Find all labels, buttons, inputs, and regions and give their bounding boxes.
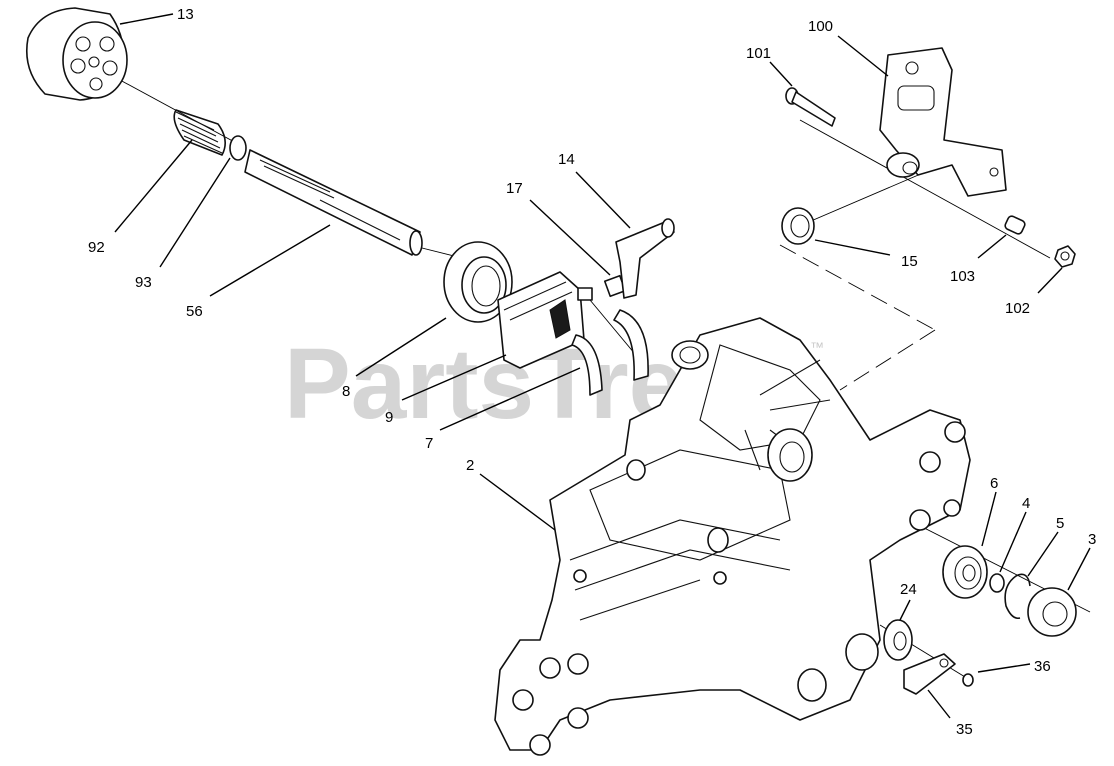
part-102-nut: [1054, 245, 1076, 268]
part-8-thrust-bearing: [443, 241, 513, 323]
callout-17: 17: [506, 180, 523, 197]
callout-9: 9: [385, 409, 393, 426]
part-4-snap-ring: [989, 573, 1005, 593]
callout-3: 3: [1088, 531, 1096, 548]
part-100-bracket: [879, 47, 1007, 197]
callout-36: 36: [1034, 658, 1051, 675]
callout-7: 7: [425, 435, 433, 452]
part-36-clip: [962, 673, 974, 687]
callout-6: 6: [990, 475, 998, 492]
leader-lines: [114, 13, 1091, 719]
part-5-retaining-ring: [1004, 573, 1031, 620]
watermark-trademark: ™: [810, 339, 824, 355]
part-56-shaft: [244, 149, 423, 256]
part-103-spacer: [1004, 215, 1026, 235]
part-7-bearing-shells: [571, 309, 649, 396]
callout-8: 8: [342, 383, 350, 400]
part-24-washer: [883, 619, 913, 661]
part-93-washer: [229, 135, 247, 161]
callout-100: 100: [808, 18, 833, 35]
part-15-seal: [781, 207, 815, 245]
callout-102: 102: [1005, 300, 1030, 317]
callout-24: 24: [900, 581, 917, 598]
part-6-ball-bearing: [942, 545, 988, 599]
part-2-transaxle-housing: [494, 317, 971, 756]
part-3-axle-seal: [1027, 587, 1077, 637]
callout-35: 35: [956, 721, 973, 738]
callout-labels: 13 92 93 56 8 9 7 2 17 14 100 101 15 103…: [88, 6, 1096, 738]
callout-14: 14: [558, 151, 575, 168]
callout-2: 2: [466, 457, 474, 474]
callout-93: 93: [135, 274, 152, 291]
part-35-link-plate: [903, 653, 956, 695]
callout-5: 5: [1056, 515, 1064, 532]
part-92-spring: [173, 109, 226, 156]
callout-103: 103: [950, 268, 975, 285]
part-101-bolt: [785, 87, 836, 127]
callout-101: 101: [746, 45, 771, 62]
callout-4: 4: [1022, 495, 1030, 512]
callout-92: 92: [88, 239, 105, 256]
part-13-cylinder-block: [26, 7, 128, 101]
callout-15: 15: [901, 253, 918, 270]
callout-56: 56: [186, 303, 203, 320]
callout-13: 13: [177, 6, 194, 23]
part-14-control-arm: [615, 218, 675, 299]
